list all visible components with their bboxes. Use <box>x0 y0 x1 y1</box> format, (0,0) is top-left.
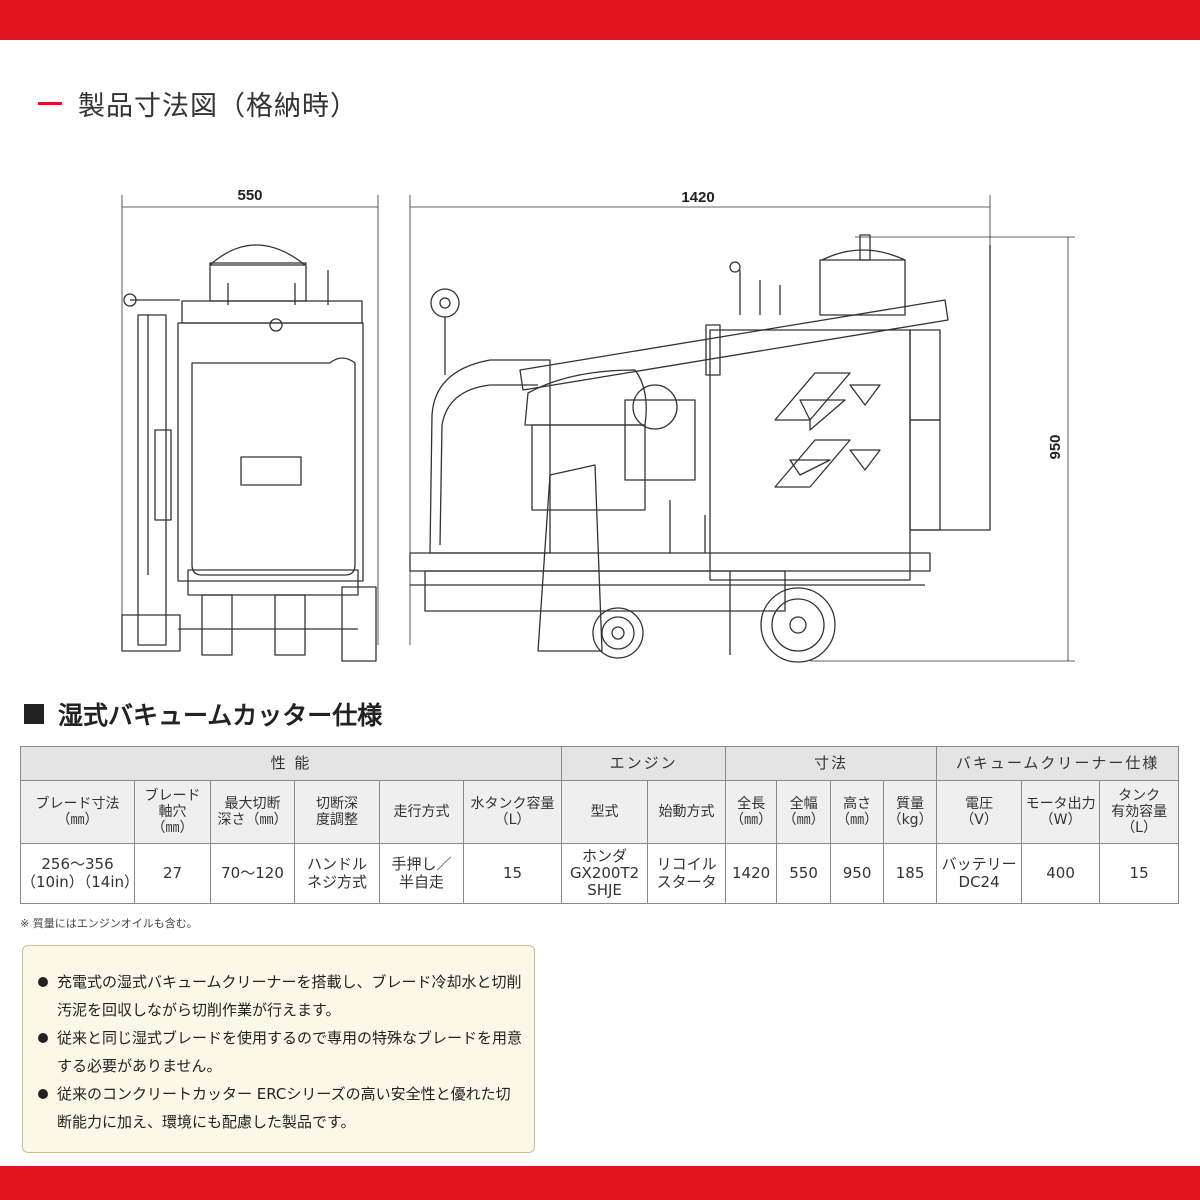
group-engine: エンジン <box>561 746 727 781</box>
column-header-row: ブレード寸法（㎜）ブレード軸穴（㎜）最大切断深さ（㎜）切断深度調整走行方式水タン… <box>20 780 1180 844</box>
spec-value: 950 <box>830 843 885 904</box>
spec-value: 185 <box>883 843 938 904</box>
column-header: 水タンク容量（L） <box>462 780 563 844</box>
column-header: 質量（kg） <box>883 780 938 844</box>
heading-dash <box>38 102 62 105</box>
feature-item: 従来と同じ湿式ブレードを使用するので専用の特殊なブレードを用意する必要がありませ… <box>37 1024 522 1080</box>
spec-value: 256〜356（10in）（14in） <box>20 843 139 904</box>
column-header: モータ出力（W） <box>1021 780 1101 844</box>
feature-item: 充電式の湿式バキュームクリーナーを搭載し、ブレード冷却水と切削汚泥を回収しながら… <box>37 968 522 1024</box>
group-header-row: 性 能 エンジン 寸法 バキュームクリーナー仕様 <box>19 746 1180 781</box>
column-header: 電圧（V） <box>936 780 1023 844</box>
spec-value: 15 <box>462 843 563 904</box>
column-header: 型式 <box>561 780 649 844</box>
bullet-icon <box>38 1033 48 1043</box>
side-view <box>409 234 991 663</box>
column-header: タンク有効容量（L） <box>1099 780 1180 844</box>
height-dimension: 950 <box>1047 434 1064 459</box>
column-header: 走行方式 <box>379 780 464 844</box>
feature-text: 従来と同じ湿式ブレードを使用するので専用の特殊なブレードを用意する必要がありませ… <box>57 1029 523 1075</box>
spec-value: 550 <box>776 843 832 904</box>
column-header: 切断深度調整 <box>294 780 380 844</box>
heading-square-icon <box>24 704 44 724</box>
column-header: 高さ（㎜） <box>830 780 885 844</box>
width-dimension: 550 <box>237 187 262 204</box>
spec-value: 1420 <box>725 843 778 904</box>
column-header: 全幅（㎜） <box>776 780 832 844</box>
feature-item: 従来のコンクリートカッター ERCシリーズの高い安全性と優れた切断能力に加え、環… <box>37 1080 522 1136</box>
spec-title-text: 湿式バキュームカッター仕様 <box>58 701 383 730</box>
front-view <box>121 244 377 662</box>
column-header: 最大切断深さ（㎜） <box>210 780 295 844</box>
bullet-icon <box>38 977 48 987</box>
group-vacuum: バキュームクリーナー仕様 <box>936 746 1180 781</box>
feature-box: 充電式の湿式バキュームクリーナーを搭載し、ブレード冷却水と切削汚泥を回収しながら… <box>22 945 535 1153</box>
weight-note: ※ 質量にはエンジンオイルも含む。 <box>20 917 198 930</box>
dimension-drawing: 550 1420 950 <box>121 187 1075 663</box>
column-header: 全長（㎜） <box>725 780 778 844</box>
length-dimension: 1420 <box>681 189 714 206</box>
spec-value: 70〜120 <box>210 843 295 904</box>
top-red-band <box>0 0 1200 40</box>
spec-table: 性 能 エンジン 寸法 バキュームクリーナー仕様 ブレード寸法（㎜）ブレード軸穴… <box>19 746 1180 904</box>
group-performance: 性 能 <box>19 746 563 781</box>
column-header: ブレード寸法（㎜） <box>20 780 135 844</box>
spec-value: 400 <box>1021 843 1101 904</box>
bullet-icon <box>38 1089 48 1099</box>
spec-value: 15 <box>1099 843 1180 904</box>
spec-value: リコイルスタータ <box>647 843 727 904</box>
spec-heading: 湿式バキュームカッター仕様 <box>24 696 382 732</box>
bottom-red-band <box>0 1166 1200 1200</box>
section-heading: 製品寸法図（格納時） <box>38 84 358 123</box>
feature-text: 従来のコンクリートカッター ERCシリーズの高い安全性と優れた切断能力に加え、環… <box>57 1085 511 1131</box>
spec-value: 27 <box>134 843 211 904</box>
spec-value: 手押し／半自走 <box>379 843 464 904</box>
column-header: ブレード軸穴（㎜） <box>134 780 211 844</box>
spec-value: ハンドルネジ方式 <box>294 843 380 904</box>
group-dimensions: 寸法 <box>725 746 938 781</box>
column-header: 始動方式 <box>647 780 727 844</box>
section-title-text: 製品寸法図（格納時） <box>78 91 358 122</box>
feature-text: 充電式の湿式バキュームクリーナーを搭載し、ブレード冷却水と切削汚泥を回収しながら… <box>57 973 522 1019</box>
